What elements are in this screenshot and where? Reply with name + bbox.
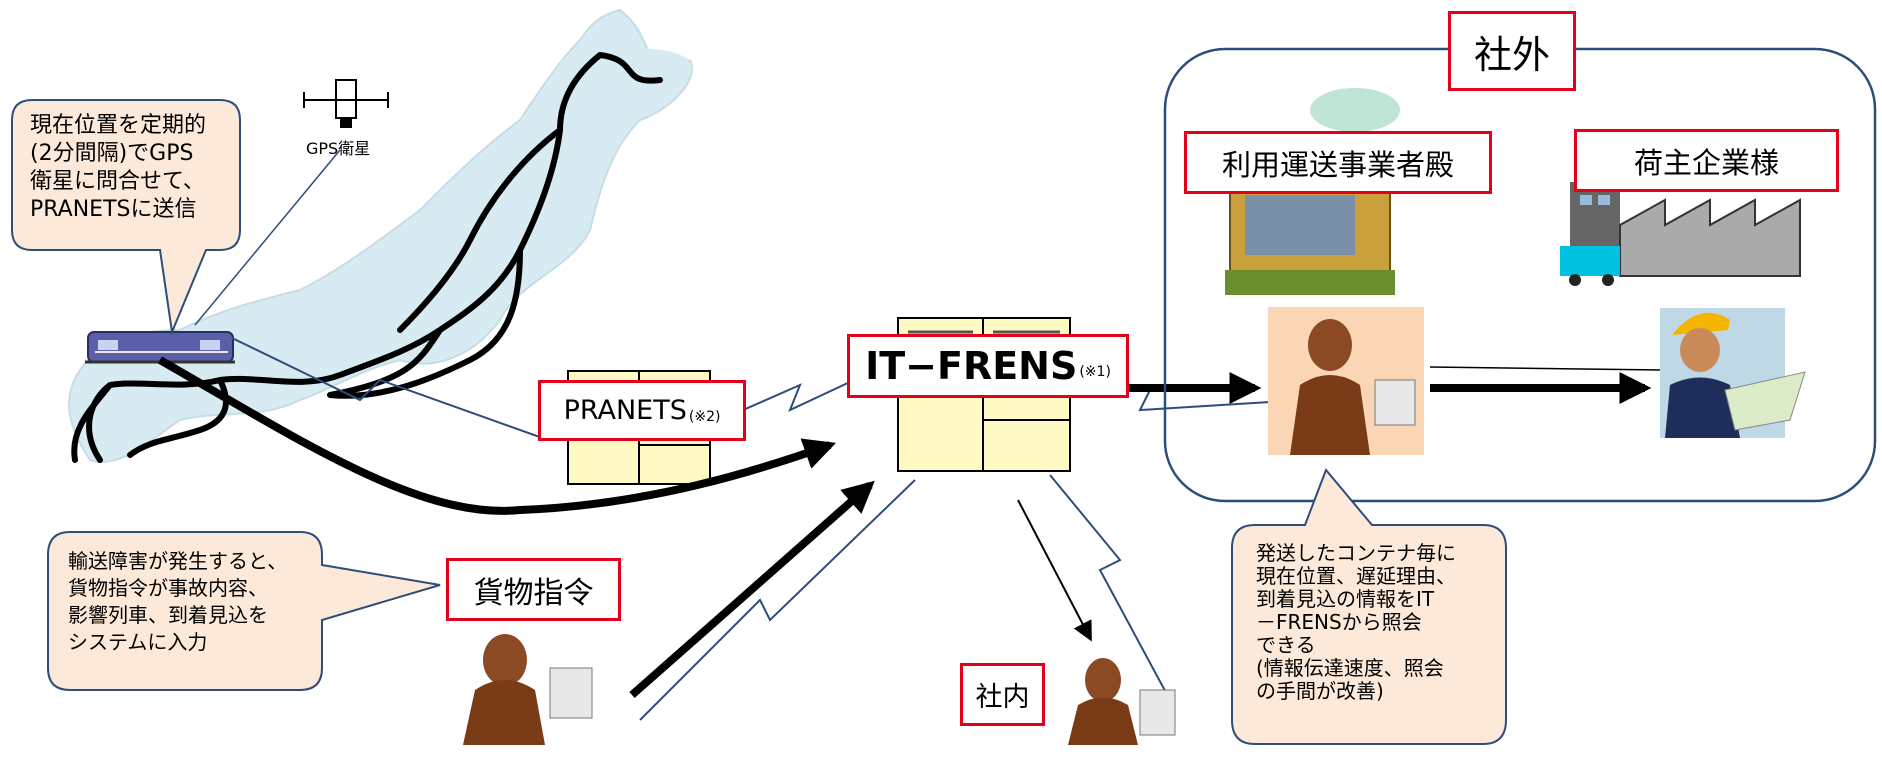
rail-lines [71, 52, 663, 463]
satellite-link [194, 149, 341, 326]
carrier-label: 利用運送事業者殿 [1184, 131, 1492, 194]
internal-label: 社内 [960, 663, 1045, 726]
office-building-icon [1225, 88, 1400, 295]
incident-callout-bubble [47, 531, 441, 691]
dispatch-label: 貨物指令 [446, 558, 621, 621]
itfrens-name: IT−FRENS [865, 344, 1078, 388]
link-pranets-itfrens [724, 359, 898, 419]
worker-on-phone-icon [1660, 308, 1806, 438]
pranets-name: PRANETS [563, 395, 687, 426]
incident-callout-text: 輸送障害が発生すると、 貨物指令が事故内容、 影響列車、到着見込を システムに入… [68, 549, 288, 654]
factory-icon [1560, 182, 1801, 286]
arrow-dispatch-to-itfrens [629, 480, 875, 698]
pranets-note: (※2) [688, 408, 721, 425]
itfrens-label: IT−FRENS (※1) [847, 334, 1129, 398]
pranets-label: PRANETS (※2) [538, 380, 746, 441]
gps-callout-bubble [11, 99, 241, 336]
arrow-itfrens-to-internal [1017, 499, 1092, 642]
shipper-label: 荷主企業様 [1574, 129, 1839, 192]
satellite-icon [303, 79, 389, 128]
link-dispatch-itfrens [639, 479, 916, 721]
operator-at-computer-icon-carrier [1268, 307, 1424, 455]
locomotive-icon [85, 331, 235, 364]
inquiry-callout-bubble [1231, 468, 1507, 745]
inquiry-callout-text: 発送したコンテナ毎に 現在位置、遅延理由、 到着見込の情報をIT －FRENSか… [1256, 541, 1456, 703]
thin-line-carrier-shipper [1429, 366, 1661, 371]
arrow-train-to-itfrens [158, 356, 837, 515]
external-label: 社外 [1448, 11, 1576, 91]
link-itfrens-internal [1049, 474, 1171, 701]
itfrens-note: (※1) [1079, 364, 1111, 380]
gps-callout-text: 現在位置を定期的 (2分間隔)でGPS 衛星に問合せて、 PRANETSに送信 [30, 113, 207, 222]
operator-at-computer-icon-internal [1068, 658, 1176, 745]
operator-at-computer-icon-dispatch [463, 634, 593, 745]
link-train-pranets [231, 337, 549, 441]
satellite-label: GPS衛星 [306, 139, 371, 158]
